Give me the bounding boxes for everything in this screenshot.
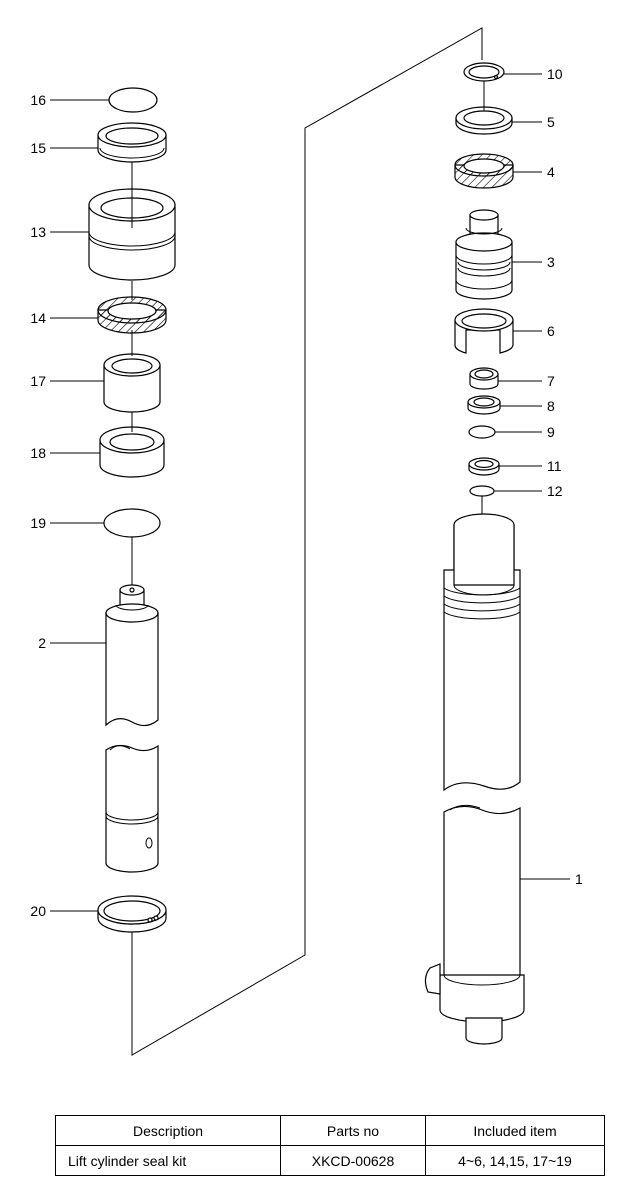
part-5-backup-ring — [455, 106, 513, 135]
header-description: Description — [55, 1115, 281, 1146]
callout-12: 12 — [547, 483, 563, 499]
callout-16: 16 — [30, 92, 46, 108]
table-header-row: Description Parts no Included item — [55, 1115, 605, 1146]
part-3-piston — [455, 209, 513, 300]
header-included-item: Included item — [425, 1115, 605, 1146]
part-2-piston-rod — [105, 584, 159, 873]
callout-9: 9 — [547, 424, 555, 440]
callout-2: 2 — [38, 635, 46, 651]
cell-included-item: 4~6, 14,15, 17~19 — [425, 1145, 605, 1176]
callout-17: 17 — [30, 373, 46, 389]
part-8-seal — [467, 395, 501, 415]
callout-11: 11 — [547, 458, 562, 474]
callout-4: 4 — [547, 164, 555, 180]
header-parts-no: Parts no — [280, 1115, 426, 1146]
callout-7: 7 — [547, 373, 555, 389]
part-20-snap-ring — [97, 895, 167, 933]
assembly-boundary-line — [131, 27, 483, 1056]
callout-8: 8 — [547, 398, 555, 414]
callout-3: 3 — [547, 254, 555, 270]
part-7-bushing — [469, 367, 499, 390]
part-1-cylinder-tube — [424, 513, 525, 1045]
part-17-bushing — [103, 353, 161, 413]
part-14-seal — [97, 296, 167, 334]
callout-6: 6 — [547, 323, 555, 339]
callout-10: 10 — [547, 66, 563, 82]
part-15-bushing — [97, 122, 167, 163]
callout-1: 1 — [575, 871, 583, 887]
part-6-guide-ring — [454, 308, 514, 354]
cell-parts-no: XKCD-00628 — [280, 1145, 426, 1176]
cell-description: Lift cylinder seal kit — [55, 1145, 281, 1176]
callout-5: 5 — [547, 114, 555, 130]
part-12-o-ring — [469, 485, 495, 497]
callout-13: 13 — [30, 224, 46, 240]
exploded-parts-diagram: 16 15 13 14 17 18 19 2 20 10 5 4 3 6 7 8… — [30, 27, 583, 1056]
callout-19: 19 — [30, 515, 46, 531]
callout-14: 14 — [30, 310, 46, 326]
part-19-o-ring — [103, 508, 161, 538]
table-row: Lift cylinder seal kit XKCD-00628 4~6, 1… — [55, 1145, 605, 1176]
part-9-o-ring — [468, 425, 496, 439]
part-4-piston-seal — [454, 153, 514, 189]
part-11-backup-ring — [468, 457, 500, 476]
part-16-o-ring — [108, 87, 158, 113]
part-18-wiper — [99, 426, 165, 478]
callout-18: 18 — [30, 445, 46, 461]
callout-15: 15 — [30, 140, 46, 156]
seal-kit-table: Description Parts no Included item Lift … — [55, 1115, 605, 1176]
callout-20: 20 — [30, 903, 46, 919]
part-10-snap-ring — [463, 62, 505, 82]
